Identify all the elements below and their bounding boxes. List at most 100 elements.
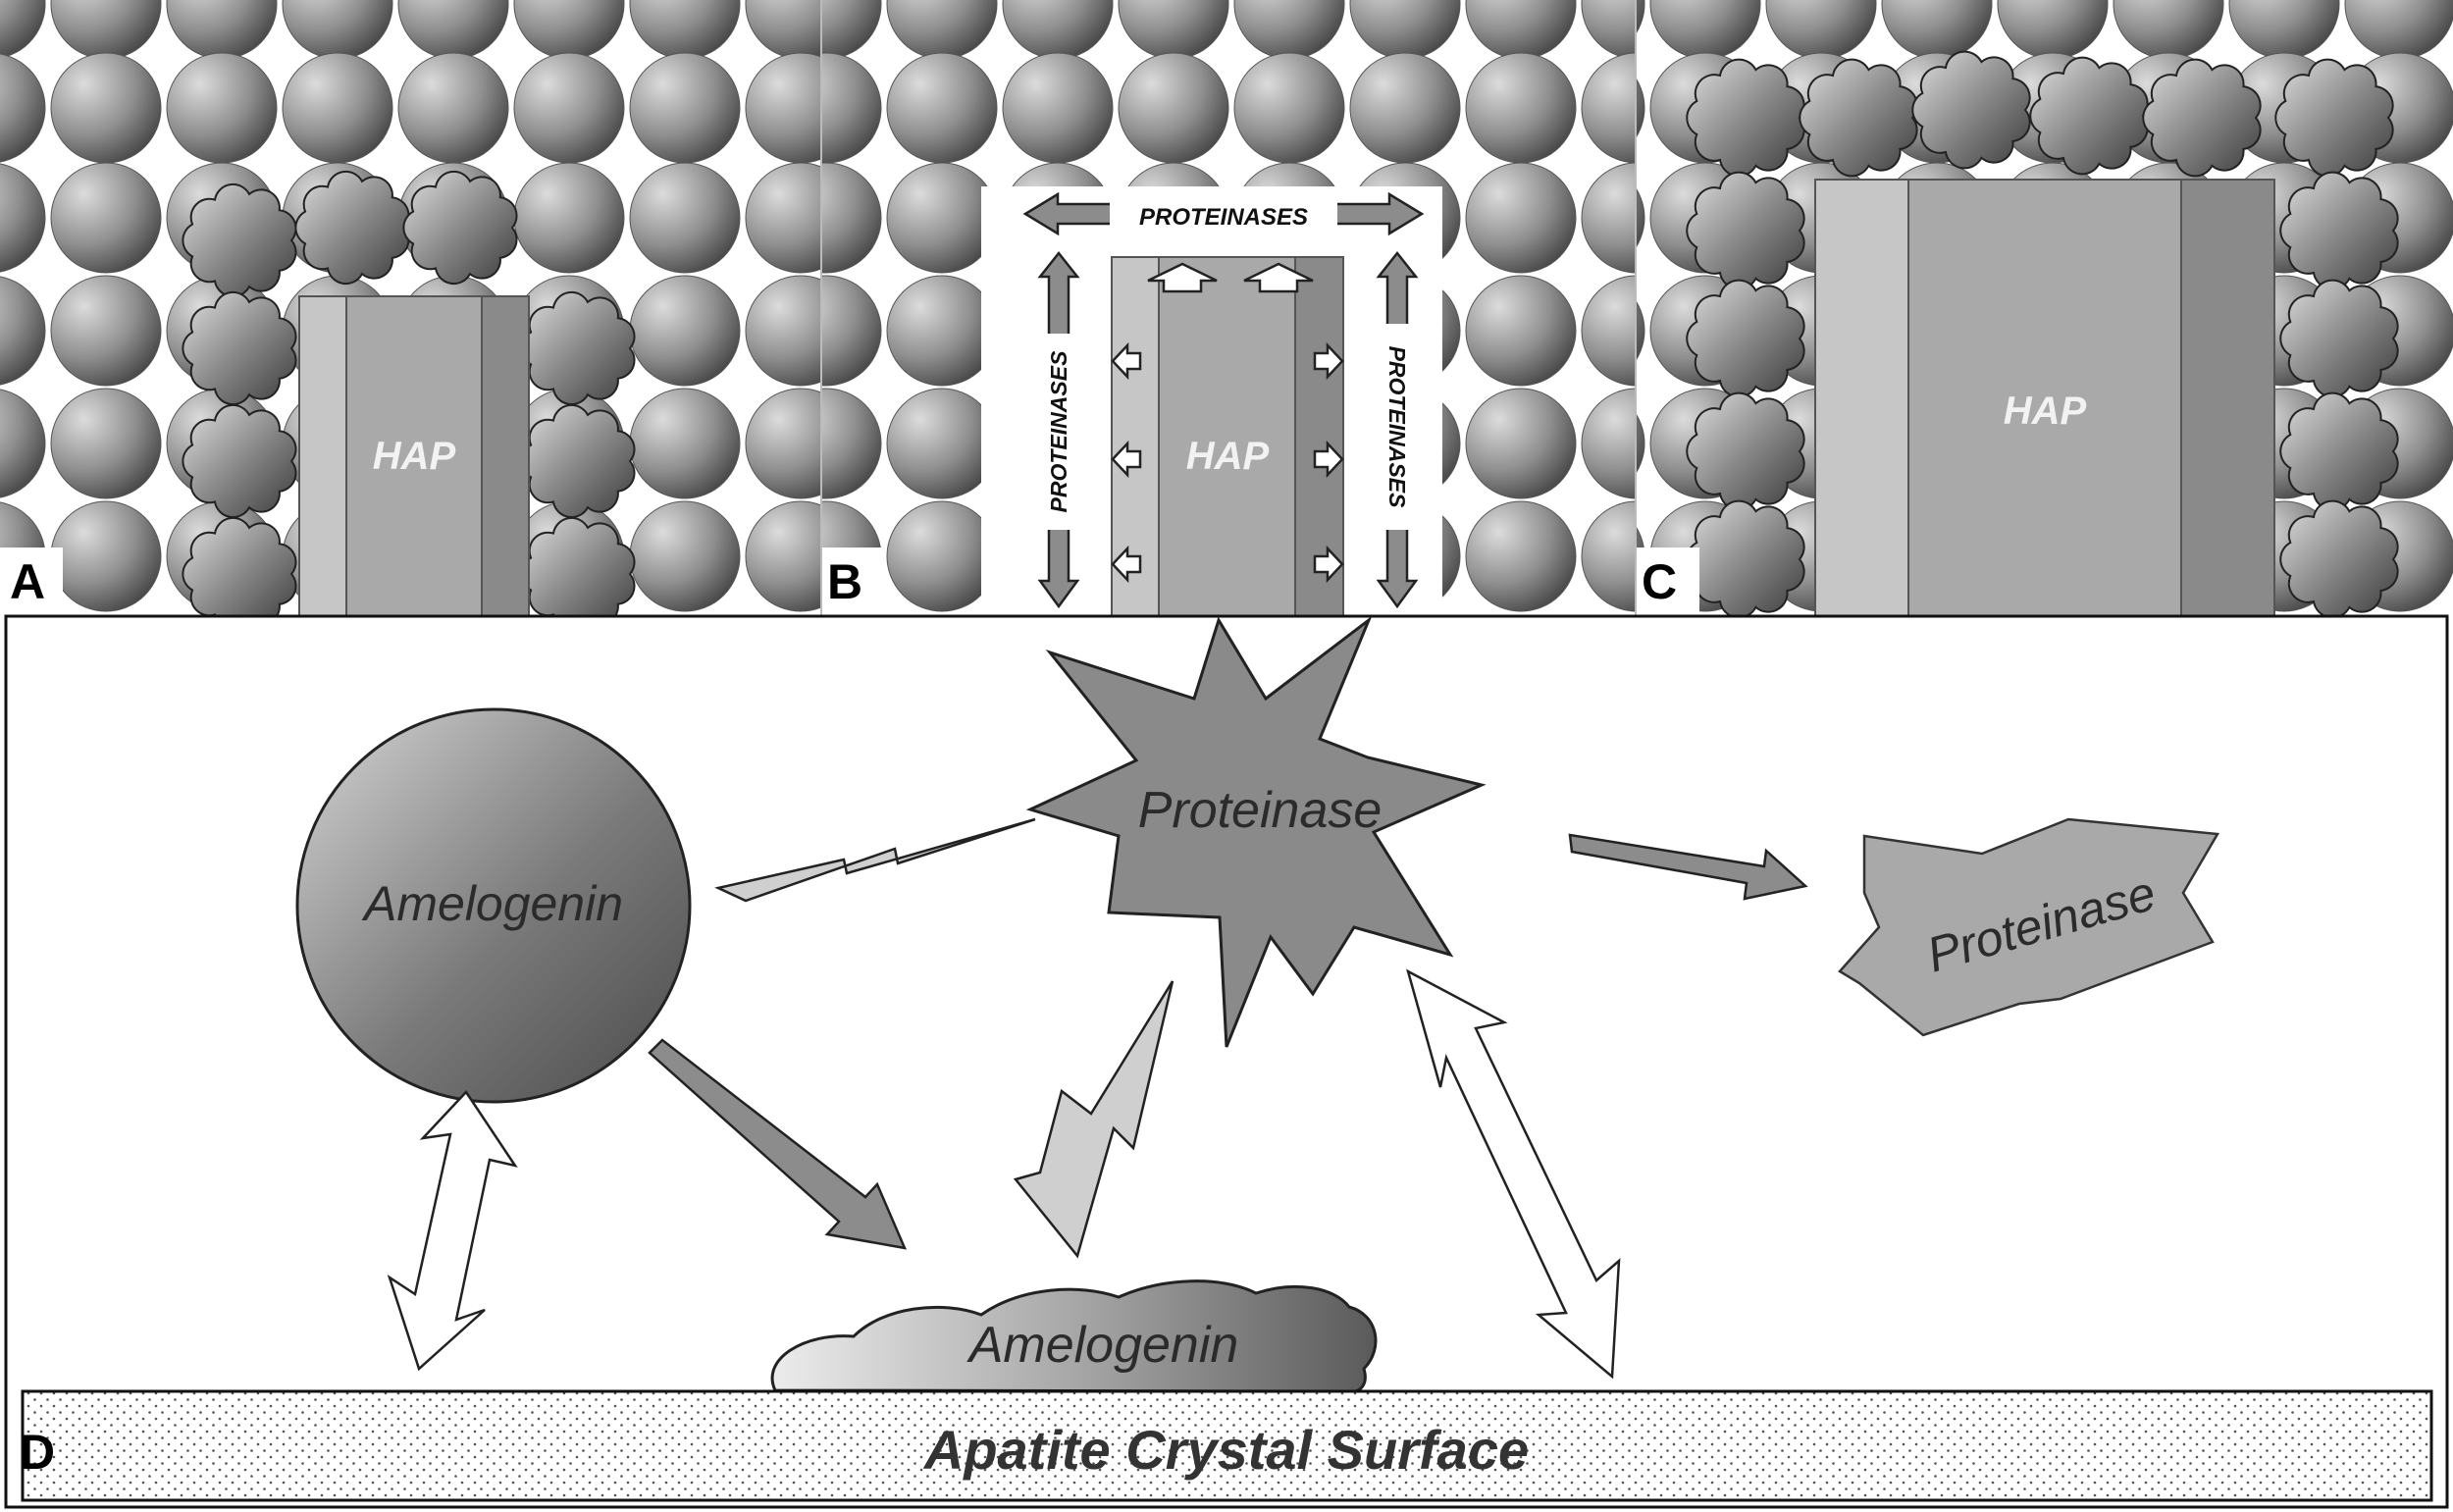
panel-b-right-arrow-label: PROTEINASES: [1384, 346, 1410, 509]
enamel-protein-sphere: [50, 275, 162, 387]
double-arrow-amelogenin-surface: [387, 1089, 518, 1372]
enamel-protein-sphere: [1349, 0, 1461, 60]
growth-arrow-left-1: [1111, 341, 1142, 381]
enamel-protein-sphere: [50, 162, 162, 274]
amelogenin-cloud-label: Amelogenin: [966, 1317, 1239, 1374]
amelogenin-nanosphere: [1911, 50, 2031, 170]
amelogenin-nanosphere: [294, 170, 410, 286]
enamel-protein-sphere: [1649, 0, 1761, 60]
enamel-protein-sphere: [886, 388, 998, 499]
amelogenin-nanosphere: [182, 290, 297, 406]
enamel-protein-sphere: [629, 500, 741, 612]
growth-arrow-left-2: [1111, 440, 1142, 479]
amelogenin-nanosphere: [2279, 391, 2399, 511]
enamel-protein-sphere: [1233, 0, 1345, 60]
panel-a: HAP A: [0, 0, 820, 617]
bolt-surface-proteinase: [1013, 980, 1174, 1259]
panel-b-right-label-bg: [1382, 324, 1413, 530]
enamel-protein-sphere: [745, 388, 820, 499]
amelogenin-nanosphere: [182, 182, 297, 298]
enamel-protein-sphere: [822, 162, 882, 274]
enamel-protein-sphere: [629, 275, 741, 387]
enamel-protein-sphere: [1349, 52, 1461, 164]
amelogenin-nanosphere: [2029, 56, 2149, 176]
panel-b-letter-box: [822, 547, 885, 616]
panel-b-top-label-bg: [1110, 197, 1337, 231]
enamel-protein-sphere: [0, 0, 46, 59]
panel-b-hap-label: HAP: [1186, 435, 1270, 478]
enamel-protein-sphere: [1002, 0, 1114, 60]
panel-c-nanospheres: [1686, 50, 2399, 616]
enamel-protein-sphere: [513, 0, 625, 60]
enamel-protein-sphere: [629, 52, 741, 164]
panel-a-hap-label: HAP: [373, 435, 456, 478]
enamel-protein-sphere: [886, 162, 998, 274]
amelogenin-nanosphere: [1686, 279, 1805, 398]
enamel-protein-sphere: [1118, 52, 1229, 164]
enamel-protein-sphere: [1581, 52, 1635, 164]
enamel-protein-sphere: [1002, 52, 1114, 164]
enamel-protein-sphere: [1465, 275, 1577, 387]
proteinase-active-label: Proteinase: [1138, 782, 1383, 839]
panel-b-left-arrow-label: PROTEINASES: [1046, 350, 1071, 513]
bolt-amelogenin-proteinase: [714, 817, 1036, 903]
amelogenin-nanosphere: [520, 403, 636, 519]
amelogenin-nanosphere: [2279, 499, 2399, 616]
enamel-protein-sphere: [2113, 0, 2224, 60]
amelogenin-nanosphere: [1686, 499, 1805, 616]
enamel-protein-sphere: [1881, 0, 1993, 60]
enamel-protein-sphere: [1581, 0, 1635, 60]
enamel-protein-sphere: [745, 275, 820, 387]
enamel-protein-sphere: [822, 275, 882, 387]
amelogenin-nanosphere: [520, 516, 636, 616]
arrow-amelogenin-to-cloud: [648, 1038, 908, 1250]
enamel-protein-sphere: [1637, 301, 1645, 360]
enamel-protein-sphere: [1637, 414, 1645, 473]
panel-b: HAP PROTEINASES PROTEINASES PROTEINASES …: [822, 0, 1635, 617]
panel-c-letter: C: [1642, 554, 1677, 609]
enamel-protein-sphere: [886, 500, 998, 612]
double-arrow-proteinase-surface: [1406, 968, 1621, 1380]
panel-a-hap-crystal: HAP: [298, 295, 530, 617]
panel-c-hap-label: HAP: [2004, 390, 2087, 433]
amelogenin-nanosphere: [2142, 58, 2262, 178]
enamel-protein-sphere: [629, 388, 741, 499]
amelogenin-nanosphere: [2279, 171, 2399, 290]
enamel-protein-sphere: [397, 52, 509, 164]
enamel-protein-sphere: [1765, 0, 1877, 60]
panel-a-letter: A: [10, 554, 45, 609]
enamel-protein-sphere: [50, 500, 162, 612]
amelogenin-nanosphere: [1686, 58, 1805, 178]
panel-c-letter-box: [1637, 547, 1699, 616]
enamel-protein-sphere: [0, 389, 46, 498]
growth-arrow-right-3: [1313, 545, 1344, 584]
enamel-protein-sphere: [886, 0, 998, 60]
enamel-protein-sphere: [1637, 188, 1645, 247]
proteinase-active-star: Proteinase: [1025, 615, 1487, 1048]
amelogenin-nanosphere: [520, 290, 636, 406]
arrow-proteinase-to-inactive: [1568, 833, 1808, 901]
enamel-protein-sphere: [745, 500, 820, 612]
enamel-protein-sphere: [886, 275, 998, 387]
enamel-protein-sphere: [50, 388, 162, 499]
amelogenin-nanosphere: [2279, 279, 2399, 398]
amelogenin-cloud: Amelogenin: [770, 1279, 1378, 1393]
enamel-protein-sphere: [1581, 500, 1635, 612]
enamel-protein-sphere: [1465, 388, 1577, 499]
amelogenin-nanosphere: [1686, 171, 1805, 290]
panel-d-arrows: [387, 833, 1808, 1380]
enamel-protein-sphere: [0, 53, 46, 163]
panel-b-hap-crystal: HAP: [1111, 256, 1344, 617]
panel-a-nanospheres: [182, 170, 636, 616]
enamel-protein-sphere: [822, 388, 882, 499]
amelogenin-sphere: Amelogenin: [295, 707, 692, 1104]
amelogenin-nanosphere: [182, 516, 297, 616]
growth-arrow-right-2: [1313, 440, 1344, 479]
apatite-crystal-surface: Apatite Crystal Surface: [21, 1389, 2433, 1502]
enamel-protein-sphere: [745, 162, 820, 274]
enamel-protein-sphere: [1637, 0, 1645, 33]
panel-a-letter-box: [0, 547, 63, 616]
growth-arrow-left-3: [1111, 545, 1142, 584]
enamel-protein-sphere: [1581, 162, 1635, 274]
